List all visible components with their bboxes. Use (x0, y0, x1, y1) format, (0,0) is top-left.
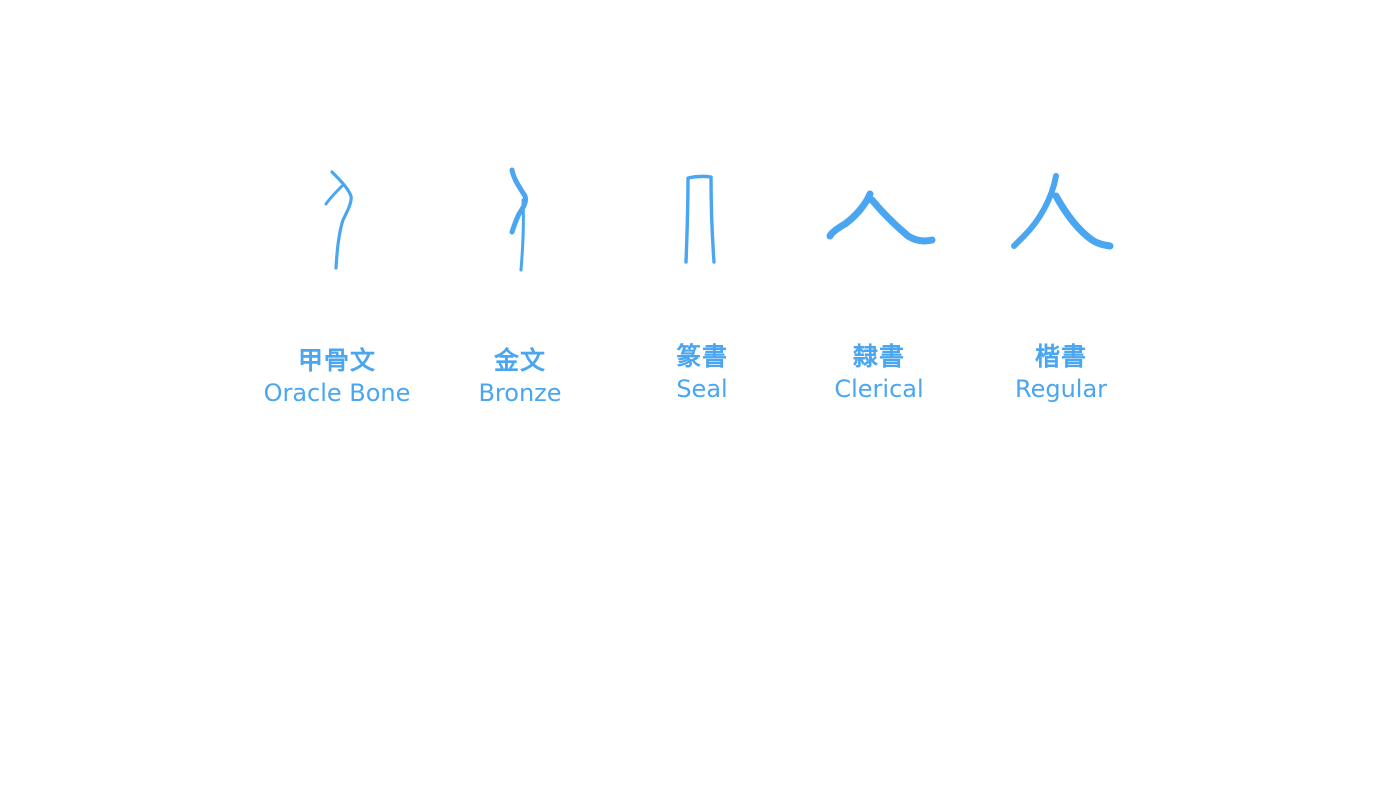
bronze-label: 金文 Bronze (420, 346, 620, 408)
bronze-cn-label: 金文 (493, 346, 546, 375)
bronze-ren-glyph (509, 167, 528, 272)
regular-ren-glyph (1011, 173, 1114, 250)
oracle-bone-ren-glyph (324, 170, 353, 270)
oracle-bone-label: 甲骨文 Oracle Bone (237, 346, 437, 408)
seal-label: 篆書 Seal (602, 342, 802, 404)
regular-label: 楷書 Regular (961, 342, 1161, 404)
clerical-label: 隸書 Clerical (779, 342, 979, 404)
seal-cn-label: 篆書 (675, 342, 728, 371)
oracle-bone-cn-label: 甲骨文 (297, 346, 376, 375)
regular-cn-label: 楷書 (1034, 342, 1087, 371)
regular-en-label: Regular (1014, 375, 1108, 403)
clerical-cn-label: 隸書 (852, 342, 905, 371)
clerical-ren-glyph (826, 190, 936, 245)
clerical-en-label: Clerical (834, 375, 924, 403)
seal-ren-glyph (684, 174, 716, 264)
bronze-en-label: Bronze (478, 379, 562, 407)
oracle-bone-en-label: Oracle Bone (263, 379, 411, 407)
seal-en-label: Seal (676, 375, 728, 403)
